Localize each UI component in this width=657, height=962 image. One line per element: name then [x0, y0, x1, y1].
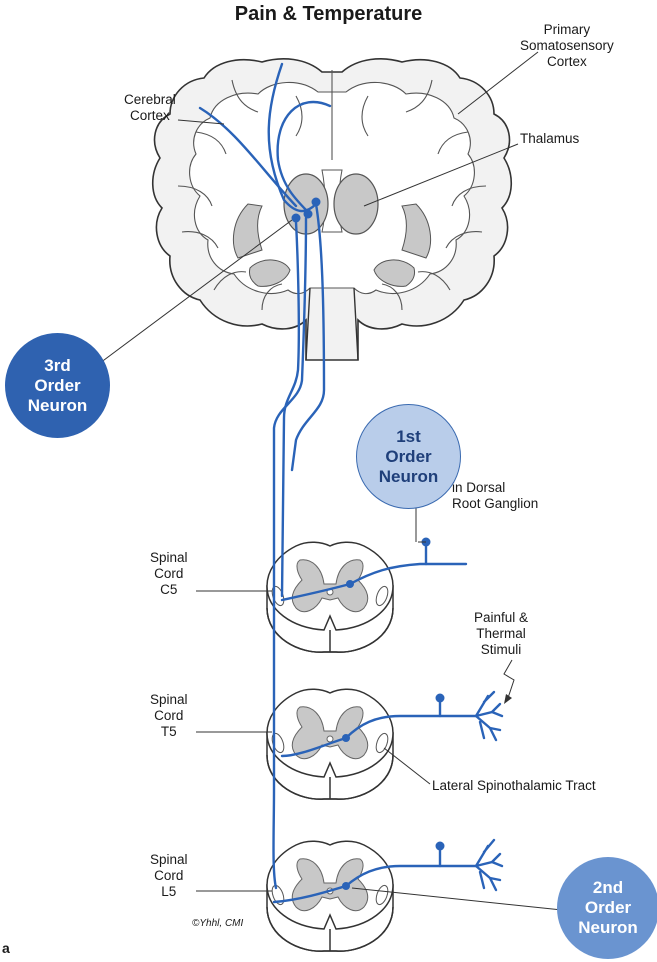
spinothalamic-pathway-lines	[198, 62, 504, 904]
label-cerebral-cortex: Cerebral Cortex	[124, 92, 176, 123]
brain-coronal-section	[151, 58, 513, 361]
neuron-cell-bodies	[291, 197, 445, 890]
first-order-neuron-badge: 1st Order Neuron	[356, 404, 461, 509]
label-spinal-cord-t5: Spinal Cord T5	[150, 692, 188, 739]
stimulus-arrowhead	[504, 694, 512, 704]
label-painful-thermal-stimuli: Painful & Thermal Stimuli	[474, 610, 529, 657]
label-primary-somatosensory-cortex: Primary Somatosensory Cortex	[520, 22, 614, 69]
spinal-cord-l5-section	[266, 840, 394, 952]
third-order-neuron-badge: 3rd Order Neuron	[5, 333, 110, 438]
label-copyright: ©Yhhl, CMI	[192, 918, 244, 929]
spinal-cord-c5-section	[266, 541, 394, 653]
label-spinal-cord-l5: Spinal Cord L5	[150, 852, 188, 899]
label-panel-letter: a	[2, 940, 10, 956]
label-thalamus: Thalamus	[520, 131, 580, 146]
label-lateral-spinothalamic-tract: Lateral Spinothalamic Tract	[432, 778, 596, 793]
leader-lines	[95, 51, 563, 911]
label-dorsal-root-ganglion: in Dorsal Root Ganglion	[452, 480, 539, 511]
label-spinal-cord-c5: Spinal Cord C5	[150, 550, 188, 597]
diagram-title: Pain & Temperature	[234, 3, 423, 25]
second-order-neuron-badge: 2nd Order Neuron	[557, 857, 657, 959]
